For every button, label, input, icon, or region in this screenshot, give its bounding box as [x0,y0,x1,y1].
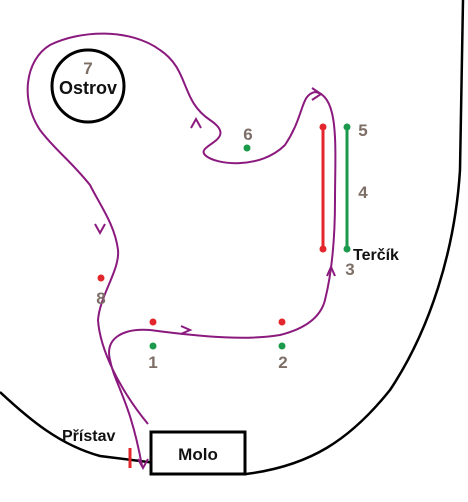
route-arrow-4 [190,116,202,129]
label-mark-4: 4 [358,183,368,202]
label-pier: Molo [178,445,218,464]
label-mark-2: 2 [278,353,287,372]
route-arrow-2 [326,264,336,277]
label-mark-7: 7 [83,59,92,78]
label-target: Terčík [353,247,399,264]
route-arrow-3 [311,87,323,101]
label-mark-6: 6 [243,125,252,144]
pier-box [149,430,247,476]
shoreline [0,0,465,476]
label-island: Ostrov [59,78,117,98]
gate-red-top [319,123,327,131]
buoy-2-red-dot [278,318,286,326]
buoy-6-dot [243,144,251,152]
label-mark-5: 5 [358,121,367,140]
buoy-2-green-dot [278,342,286,350]
label-mark-8: 8 [96,289,105,308]
route-arrow-5 [94,223,106,236]
buoy-8-dot [97,274,105,282]
route-arrow-6 [137,458,149,471]
gate-red-bottom [319,245,327,253]
label-harbor: Přístav [62,428,115,445]
route-arrow-1 [180,325,193,335]
gate-green-top [343,123,351,131]
buoy-1-red-dot [149,318,157,326]
buoy-1-green-dot [149,342,157,350]
label-mark-3: 3 [345,260,354,279]
island-circle [50,48,126,124]
label-mark-1: 1 [148,353,157,372]
sailing-route [26,32,337,467]
gate-green-bottom [343,245,351,253]
